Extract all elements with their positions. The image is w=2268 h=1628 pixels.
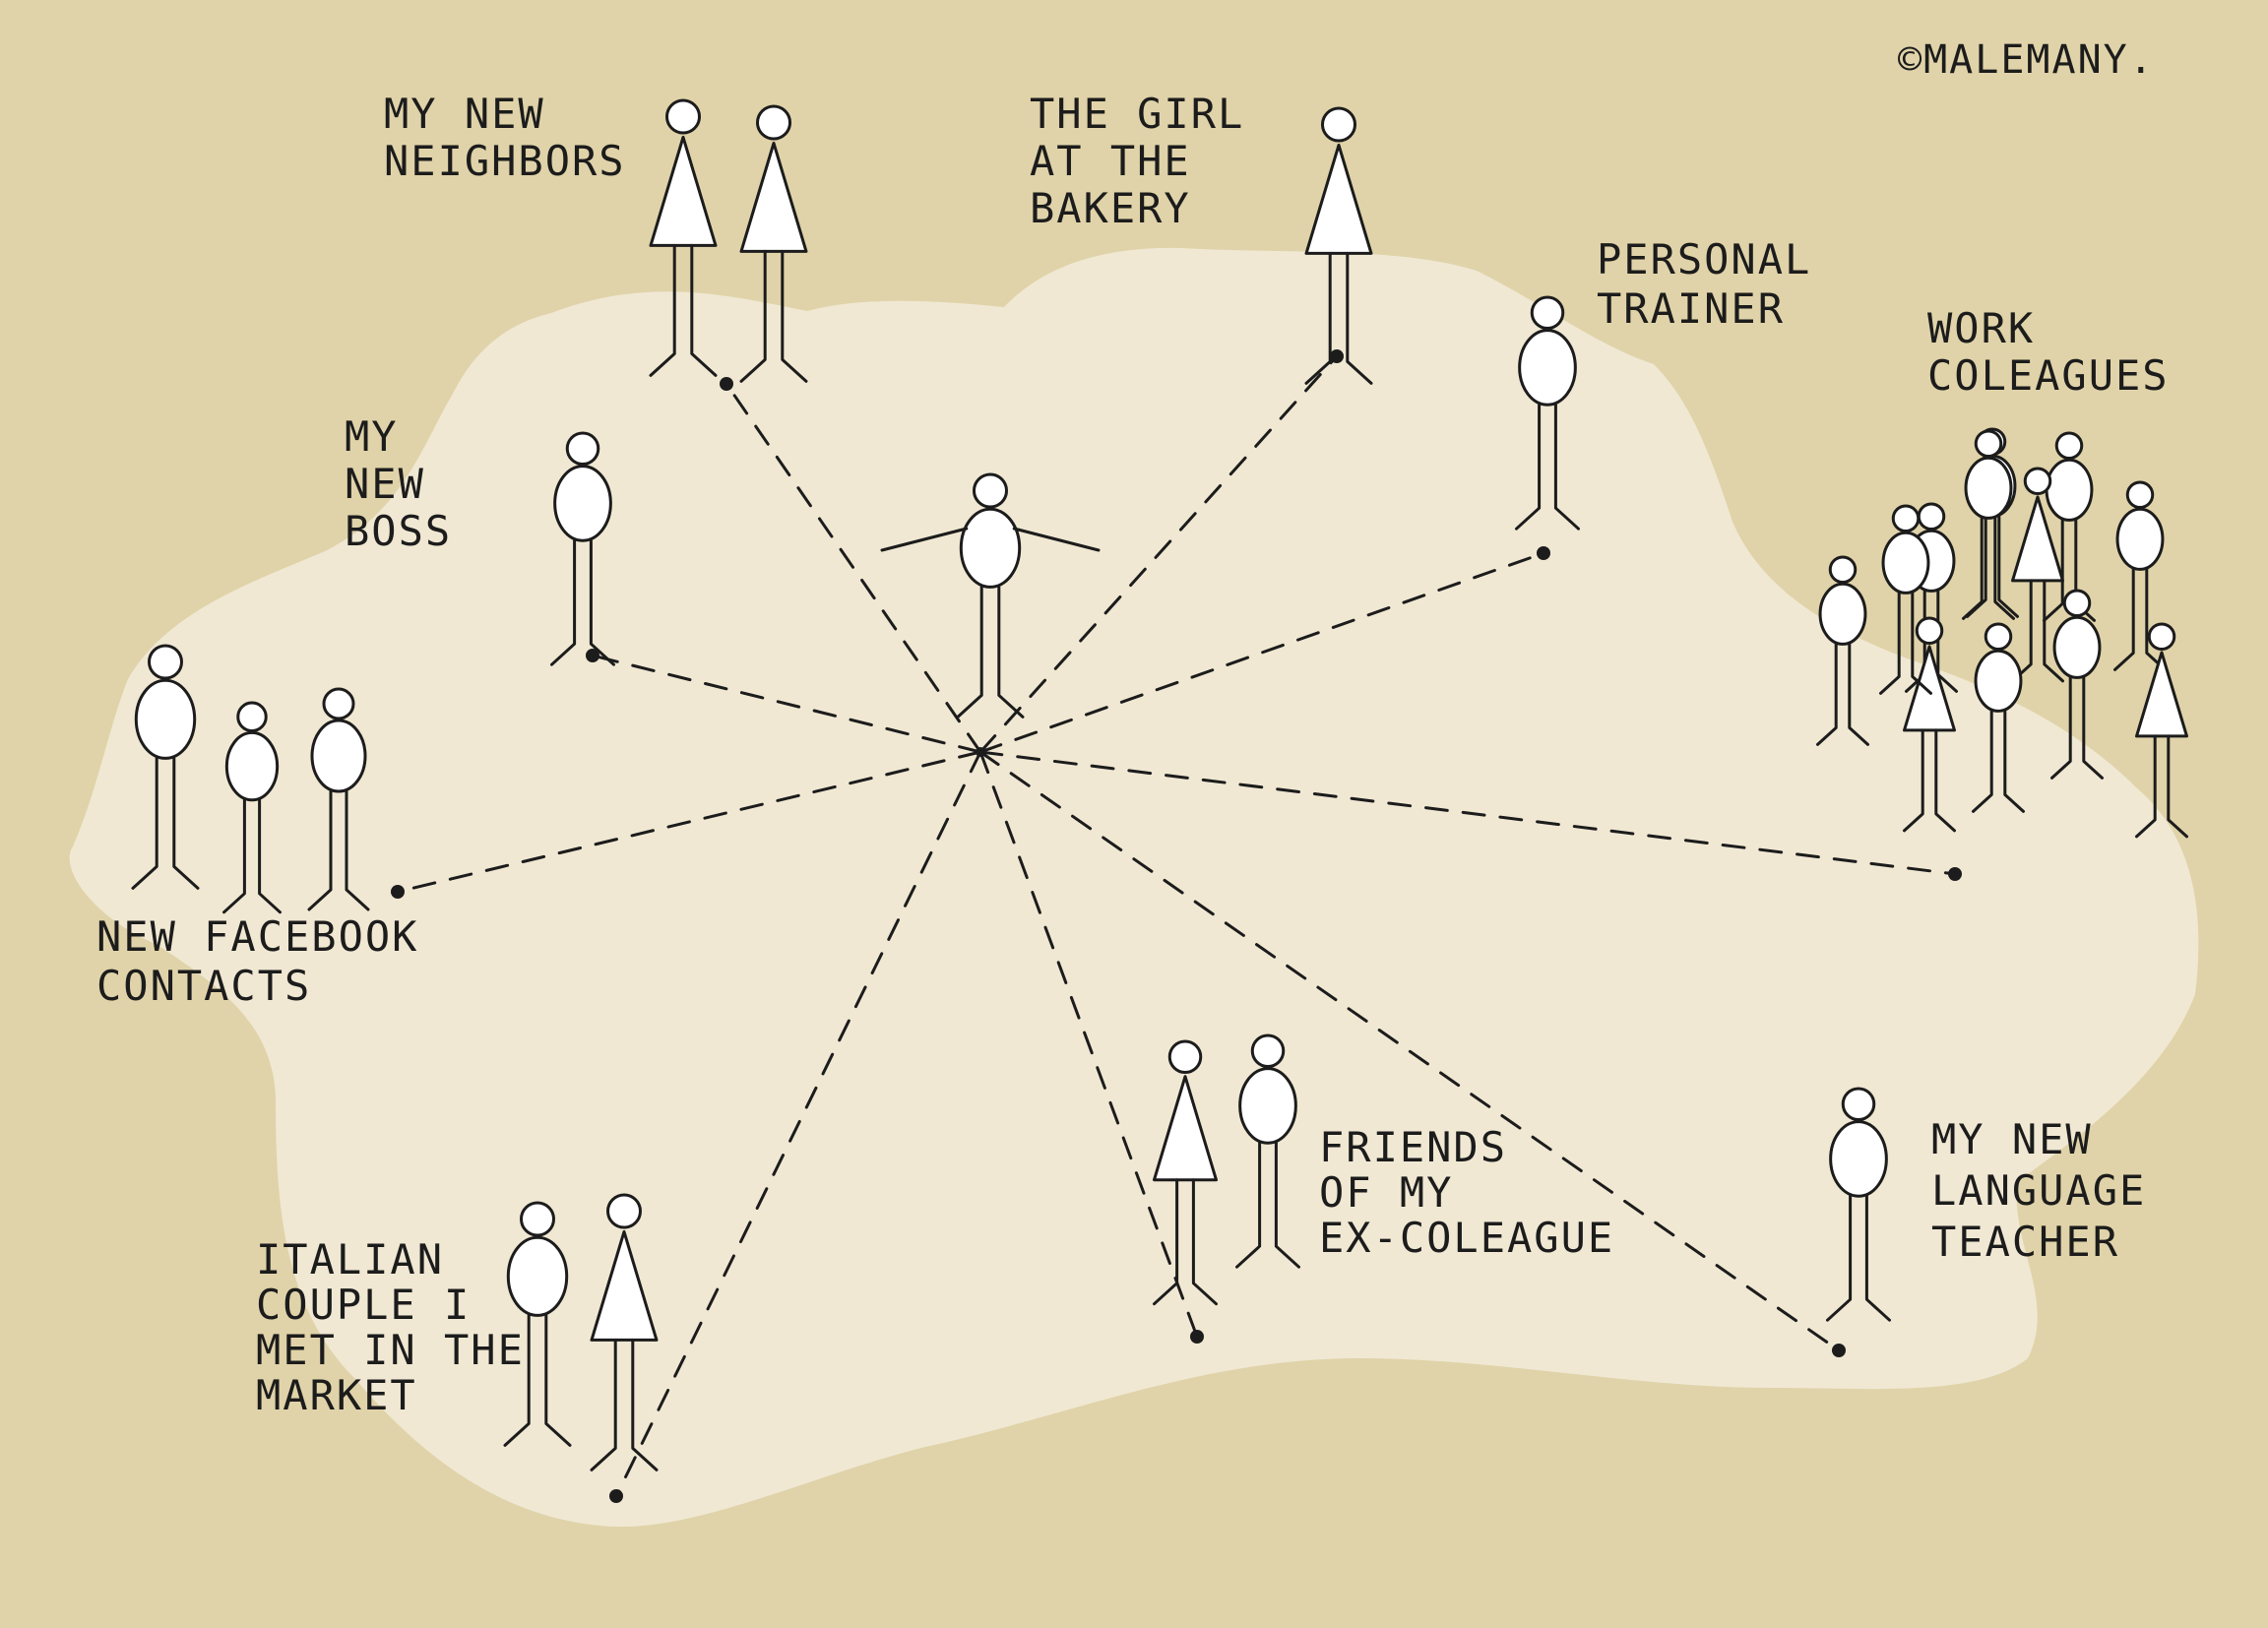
label-italian-line-3: MET IN THE xyxy=(256,1326,525,1374)
figure-work-colleague-10 xyxy=(2050,589,2104,780)
label-friends-line-3: EX-COLEAGUE xyxy=(1319,1214,1614,1262)
figure-facebook-3 xyxy=(307,687,370,911)
figure-work-colleague-12 xyxy=(1879,504,1932,695)
figure-language-teacher xyxy=(1826,1087,1891,1322)
label-teacher-line-2: LANGUAGE xyxy=(1931,1166,2146,1215)
line-italian-dot xyxy=(609,1489,623,1503)
line-friends-dot xyxy=(1190,1330,1204,1344)
line-work-dot xyxy=(1948,867,1962,881)
figures xyxy=(131,98,2188,1471)
label-bakery-line-1: THE GIRL xyxy=(1030,90,1244,138)
line-teacher-dot xyxy=(1832,1344,1846,1357)
label-italian-line-1: ITALIAN xyxy=(256,1235,444,1284)
line-neighbors xyxy=(724,382,982,754)
label-boss-line-3: BOSS xyxy=(345,507,452,555)
figure-friend-2 xyxy=(1235,1033,1300,1269)
line-facebook xyxy=(396,750,982,894)
label-friends-line-1: FRIENDS xyxy=(1319,1123,1507,1171)
line-boss xyxy=(591,654,982,754)
figure-work-colleague-6 xyxy=(1962,429,2015,620)
figure-facebook-1 xyxy=(131,644,200,890)
label-boss-line-1: MY xyxy=(345,412,399,461)
figure-italian-1 xyxy=(503,1201,572,1447)
credit-text: ©MALEMANY. xyxy=(1898,37,2155,83)
label-bakery-line-3: BAKERY xyxy=(1030,184,1191,232)
line-boss-dot xyxy=(586,649,599,662)
connection-lines xyxy=(391,349,1962,1503)
figure-facebook-2 xyxy=(222,701,282,914)
figure-work-colleague-8 xyxy=(1903,616,1956,833)
label-boss-line-2: NEW xyxy=(345,460,425,508)
label-friends-line-2: OF MY xyxy=(1319,1168,1453,1217)
label-neighbors-line-2: NEIGHBORS xyxy=(384,137,626,185)
line-facebook-dot xyxy=(391,885,405,899)
figure-bakery-girl xyxy=(1304,106,1373,385)
line-trainer xyxy=(978,551,1545,754)
line-work xyxy=(978,750,1957,876)
figure-work-colleague-5 xyxy=(2011,467,2064,683)
label-italian-line-2: COUPLE I xyxy=(256,1281,471,1329)
line-friends xyxy=(978,750,1199,1339)
label-trainer-line-1: PERSONAL xyxy=(1597,235,1811,283)
hub-dot xyxy=(976,747,985,757)
label-bakery-line-2: AT THE xyxy=(1030,137,1191,185)
label-facebook-line-2: CONTACTS xyxy=(96,962,311,1010)
line-bakery xyxy=(978,354,1339,754)
figure-friend-1 xyxy=(1153,1039,1218,1306)
label-teacher-line-3: TEACHER xyxy=(1931,1218,2119,1266)
line-trainer-dot xyxy=(1537,546,1550,560)
line-bakery-dot xyxy=(1330,349,1344,363)
label-work-line-2: COLEAGUES xyxy=(1927,351,2170,400)
label-italian-line-4: MARKET xyxy=(256,1371,417,1419)
social-circle-blob xyxy=(69,247,2199,1528)
label-facebook-line-1: NEW FACEBOOK xyxy=(96,912,418,961)
figure-neighbor-1 xyxy=(649,98,718,377)
figure-work-colleague-7 xyxy=(1816,555,1869,746)
figure-italian-2 xyxy=(590,1193,659,1471)
label-work-line-1: WORK xyxy=(1927,304,2035,352)
label-trainer-line-2: TRAINER xyxy=(1597,284,1785,333)
figure-neighbor-2 xyxy=(739,104,808,383)
line-neighbors-dot xyxy=(720,377,733,391)
figure-work-colleague-9 xyxy=(1972,622,2025,813)
label-neighbors-line-1: MY NEW xyxy=(384,90,545,138)
figure-self xyxy=(880,472,1101,719)
figure-work-colleague-11 xyxy=(2135,622,2188,839)
figure-new-boss xyxy=(550,431,615,666)
label-teacher-line-1: MY NEW xyxy=(1931,1115,2093,1163)
figure-personal-trainer xyxy=(1515,295,1580,531)
line-italian xyxy=(614,750,982,1498)
line-teacher xyxy=(978,750,1841,1352)
